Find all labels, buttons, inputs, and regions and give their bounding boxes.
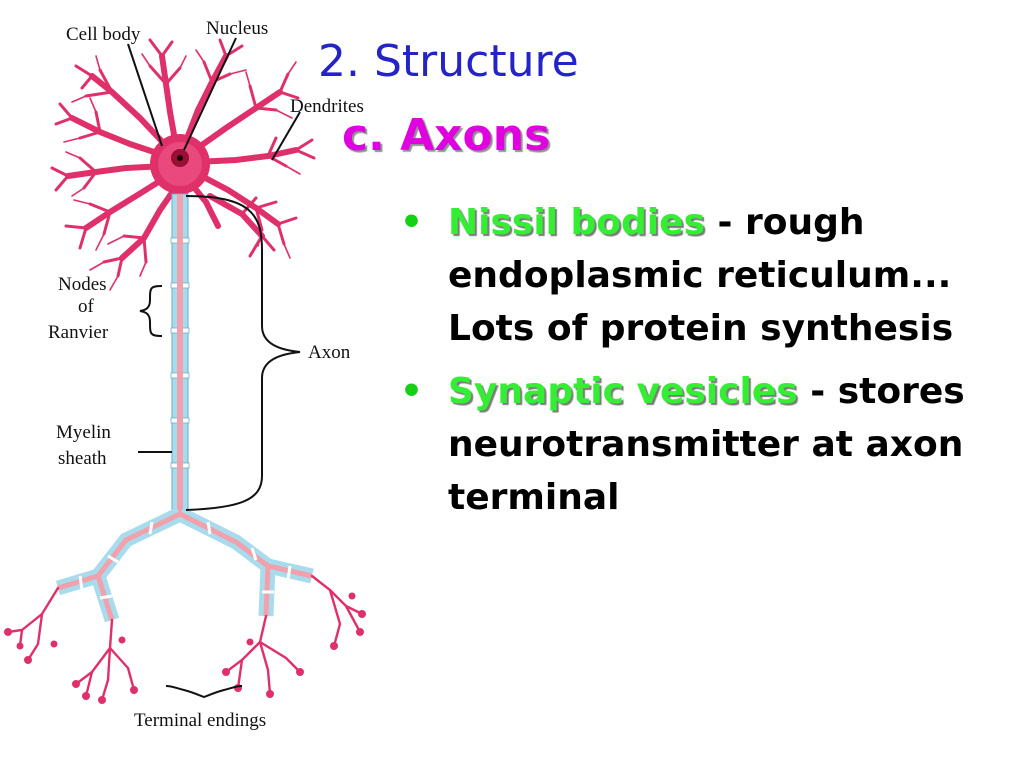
label-nodes: Nodes <box>58 274 107 295</box>
label-terminal-endings: Terminal endings <box>134 710 266 731</box>
callout-lines <box>127 37 301 699</box>
slide-subtitle: c. Axons <box>342 110 551 161</box>
bullet-text: rough endoplasmic reticulum... Lots of p… <box>448 202 954 349</box>
label-dendrites: Dendrites <box>290 96 364 117</box>
label-myelin: Myelin <box>56 422 111 443</box>
label-cell-body: Cell body <box>66 24 141 45</box>
bullet-item-synaptic-vesicles: • Synaptic vesicles - stores neurotransm… <box>392 365 1017 524</box>
terminal-endings <box>6 574 364 702</box>
bullet-dash: - <box>797 371 826 412</box>
label-of: of <box>78 296 95 317</box>
axon-branches <box>55 507 314 623</box>
label-sheath: sheath <box>58 448 107 469</box>
synaptic-knobs <box>4 592 366 704</box>
label-axon: Axon <box>308 342 351 363</box>
bullet-dot-icon: • <box>400 202 424 243</box>
dendrites <box>50 38 316 291</box>
axon <box>170 193 190 517</box>
neuron-diagram: Cell body Nucleus Dendrites Nodes of Ran… <box>4 18 366 731</box>
bullet-dot-icon: • <box>400 371 424 412</box>
bullet-text: stores neurotransmitter at axon terminal <box>448 371 965 518</box>
bullet-term: Synaptic vesicles <box>448 371 798 412</box>
label-nucleus: Nucleus <box>206 18 268 39</box>
bullet-list: • Nissil bodies - rough endoplasmic reti… <box>392 196 1017 534</box>
bullet-item-nissil-bodies: • Nissil bodies - rough endoplasmic reti… <box>392 196 1017 355</box>
slide-title: 2. Structure <box>318 36 579 87</box>
bullet-dash: - <box>705 202 733 243</box>
bullet-term: Nissil bodies <box>448 202 705 243</box>
label-ranvier: Ranvier <box>48 322 109 343</box>
